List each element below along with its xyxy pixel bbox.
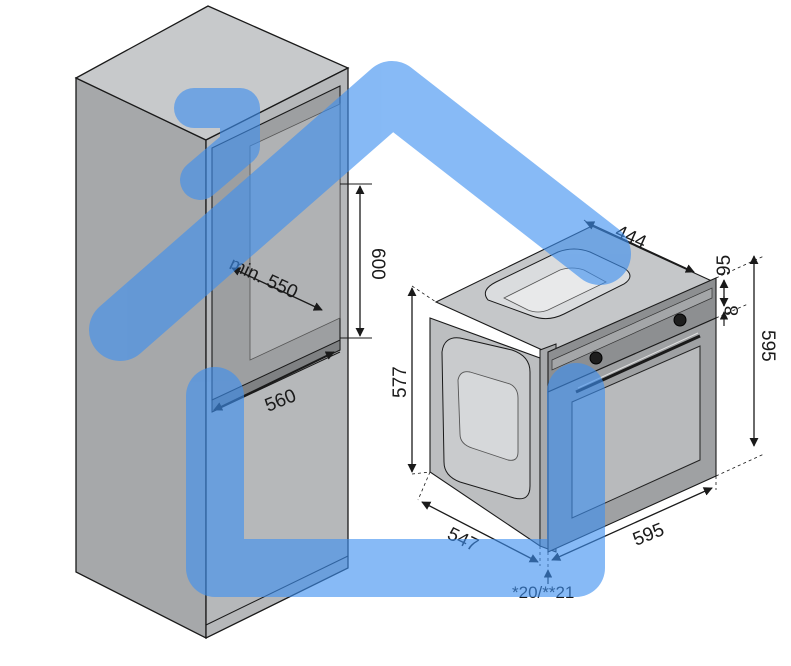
oven-control-strip <box>551 287 713 371</box>
oven-side-ext-top <box>411 285 437 303</box>
house-logo-chimney <box>174 88 260 200</box>
niche-depth-arrow <box>231 267 323 311</box>
oven-knob-left <box>589 351 603 365</box>
oven-right-ext-bottom <box>715 453 765 477</box>
oven-side-height-label: 577 <box>390 366 411 398</box>
house-logo-roof <box>89 61 631 361</box>
house-logo-base <box>186 363 605 597</box>
panel-gap-label: 8 <box>722 305 743 316</box>
oven-depth-ext-left <box>417 471 431 501</box>
control-panel-height-label: 95 <box>714 255 735 276</box>
oven-side-embossing-inner <box>457 371 519 461</box>
house-logo-watermark <box>89 61 631 597</box>
oven-side-ext-bottom <box>411 471 431 475</box>
oven-height-label: 595 <box>757 330 778 362</box>
oven-knob-right <box>673 313 687 327</box>
niche-height-label: 600 <box>367 248 388 280</box>
oven-width-label: 595 <box>630 519 667 550</box>
